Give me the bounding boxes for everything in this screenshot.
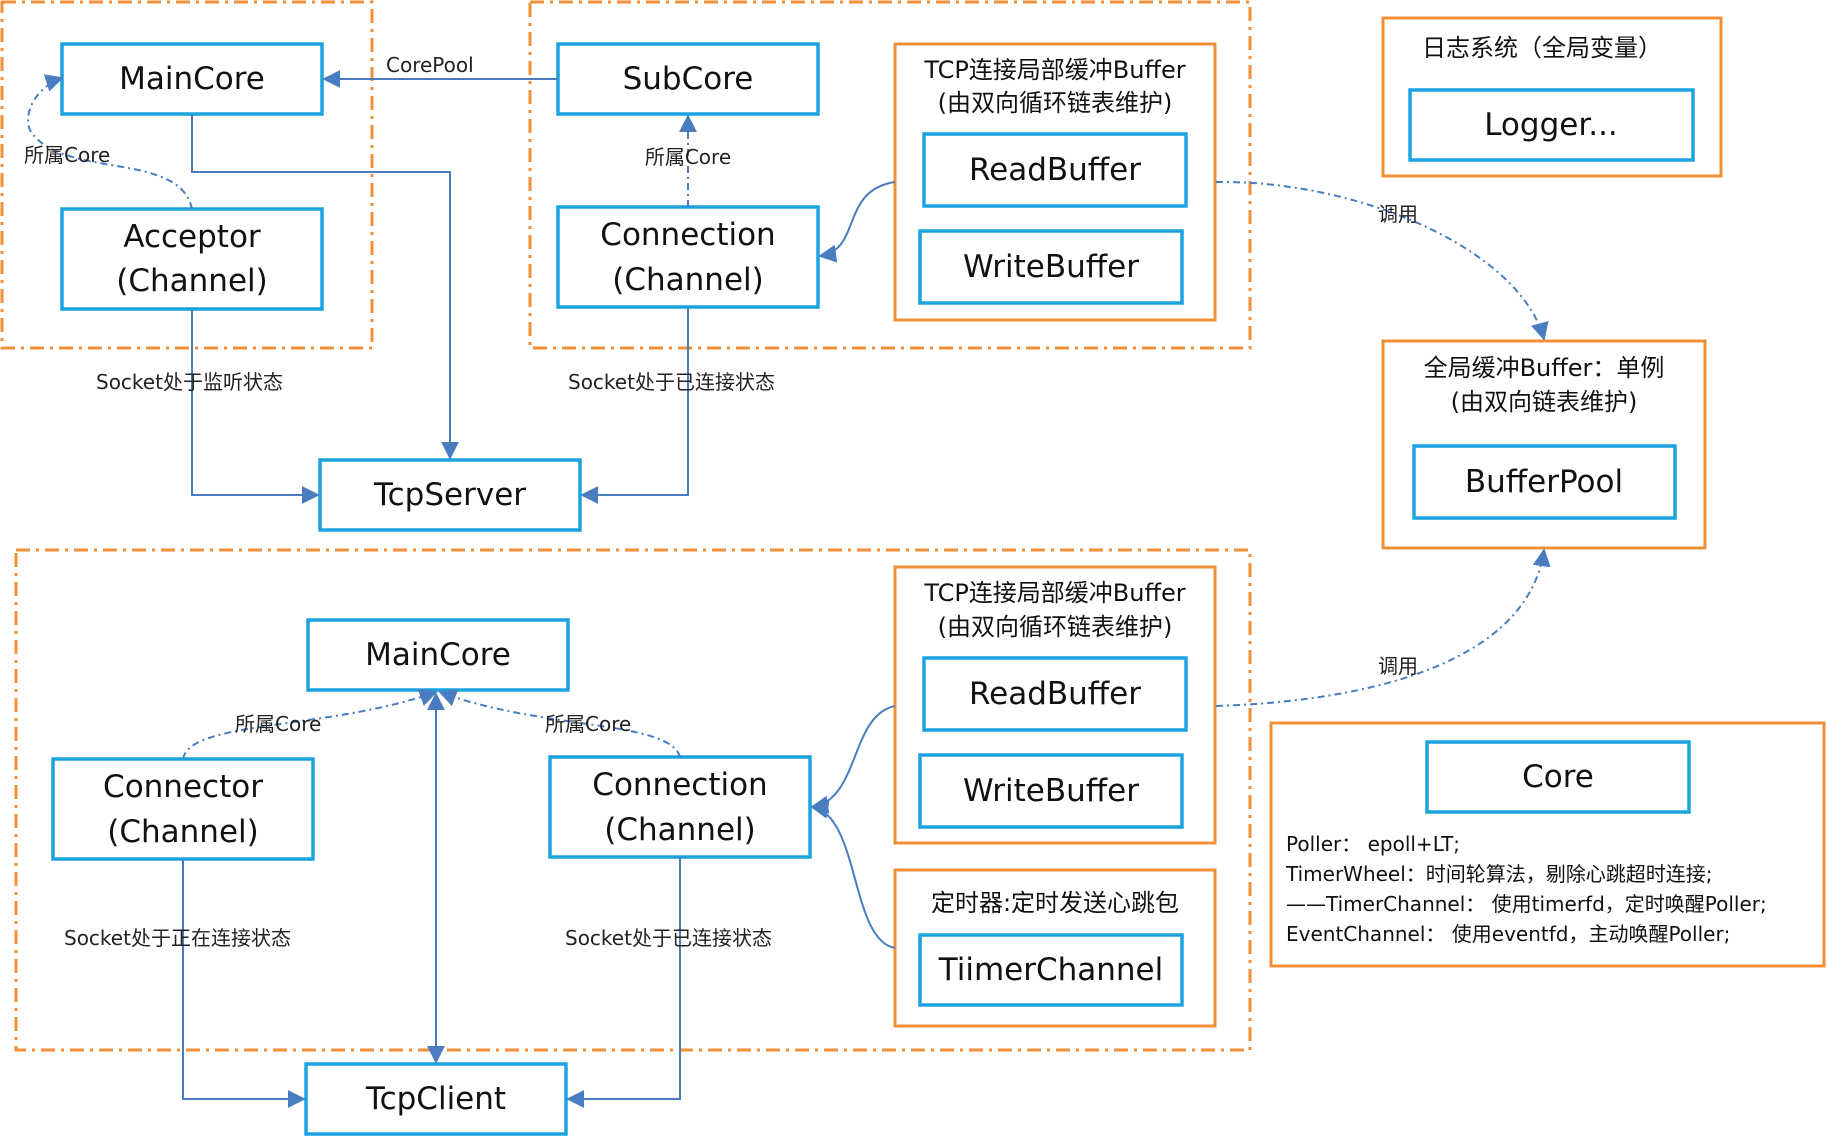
server-buffer-call-bufferpool-arrow [1215,180,1549,341]
bufferpool-label: BufferPool [1465,464,1623,500]
timerchannel-label: TiimerChannel [938,952,1164,988]
core-desc-line: EventChannel： 使用eventfd，主动唤醒Poller; [1286,922,1730,946]
connector-box[interactable] [51,757,315,861]
client-buffer-title-line2: (由双向循环链表维护) [938,613,1173,641]
subcore-label: SubCore [623,61,754,97]
server-connection-box[interactable] [556,205,820,309]
acceptor-to-tcpserver-arrow [191,309,320,504]
maincore-to-tcpserver-arrow [191,114,459,460]
client-buffer-title-line1: TCP连接局部缓冲Buffer [923,579,1185,607]
server-connection-label-line1: Connection [600,217,775,253]
acceptor-label-line2: (Channel) [116,263,267,299]
bufferpool-title-line1: 全局缓冲Buffer：单例 [1424,354,1665,382]
timer-to-connection-arrow [810,800,896,949]
tcpclient-box[interactable] [304,1062,568,1136]
logger-box[interactable] [1408,88,1695,162]
server-writebuffer-label: WriteBuffer [963,249,1139,285]
acceptor-box[interactable] [60,207,324,311]
connector-to-tcpclient-arrow [182,859,306,1108]
tcpclient-label: TcpClient [365,1081,506,1117]
call-label-top: 调用 [1378,202,1418,226]
logger-group-title: 日志系统（全局变量） [1422,34,1662,62]
listen-state-label: Socket处于监听状态 [96,370,283,394]
client-buffer-group-frame [893,565,1217,845]
corepool-label: CorePool [386,53,474,77]
logger-label: Logger... [1484,107,1618,143]
call-label-bottom: 调用 [1378,654,1418,678]
timer-group-title: 定时器:定时发送心跳包 [931,889,1179,917]
client-group-frame [14,548,1252,1052]
server-writebuffer-box[interactable] [918,229,1184,305]
client-readbuffer-box[interactable] [922,656,1188,732]
bufferpool-title-line2: (由双向链表维护) [1451,388,1638,416]
tcpserver-label: TcpServer [373,477,526,513]
server-readbuffer-box[interactable] [922,132,1188,208]
server-connected-state-label: Socket处于已连接状态 [568,370,775,394]
client-buffer-to-connection-arrow [810,705,896,814]
client-connected-state-label: Socket处于已连接状态 [565,926,772,950]
acceptor-label-line1: Acceptor [123,219,261,255]
bufferpool-box[interactable] [1412,444,1677,520]
client-connection-to-tcpclient-arrow [566,857,681,1108]
core-group-frame [1269,721,1826,968]
logger-group-frame [1381,16,1723,178]
client-connection-owned-core-label: 所属Core [545,712,631,736]
server-buffer-to-connection-arrow [818,181,896,263]
server-maincore-box[interactable] [60,42,324,116]
server-readbuffer-label: ReadBuffer [969,152,1141,188]
client-buffer-call-bufferpool-arrow [1215,548,1551,707]
connector-owned-core-label: 所属Core [235,712,321,736]
connector-owned-core-arrow [182,688,438,760]
core-box[interactable] [1425,740,1691,814]
client-writebuffer-box[interactable] [918,753,1184,829]
server-connection-to-tcpserver-arrow [580,307,689,504]
core-desc-line: Poller： epoll+LT; [1286,832,1460,856]
server-connection-label-line2: (Channel) [612,262,763,298]
client-maincore-label: MainCore [365,637,511,673]
acceptor-owned-core-label: 所属Core [24,143,110,167]
server-subcore-group-frame [528,0,1252,350]
client-connection-box[interactable] [548,755,812,859]
connecting-state-label: Socket处于正在连接状态 [64,926,291,950]
server-connection-owned-core-label: 所属Core [645,145,731,169]
acceptor-owned-core-arrow [27,74,193,210]
connector-label-line2: (Channel) [107,814,258,850]
server-buffer-title-line2: (由双向循环链表维护) [938,89,1173,117]
client-connection-label-line2: (Channel) [604,812,755,848]
core-desc-line: TimerWheel：时间轮算法，剔除心跳超时连接; [1285,862,1713,886]
client-maincore-box[interactable] [306,618,570,692]
client-writebuffer-label: WriteBuffer [963,773,1139,809]
core-label: Core [1522,759,1594,795]
server-maincore-group-frame [0,0,374,350]
bufferpool-group-frame [1381,339,1707,550]
timerchannel-box[interactable] [918,933,1184,1007]
tcpserver-box[interactable] [318,458,582,532]
connector-label-line1: Connector [103,769,263,805]
client-readbuffer-label: ReadBuffer [969,676,1141,712]
core-desc-line: ——TimerChannel： 使用timerfd，定时唤醒Poller; [1286,892,1767,916]
client-connection-label-line1: Connection [592,767,767,803]
server-buffer-title-line1: TCP连接局部缓冲Buffer [923,56,1185,84]
server-maincore-label: MainCore [119,61,265,97]
